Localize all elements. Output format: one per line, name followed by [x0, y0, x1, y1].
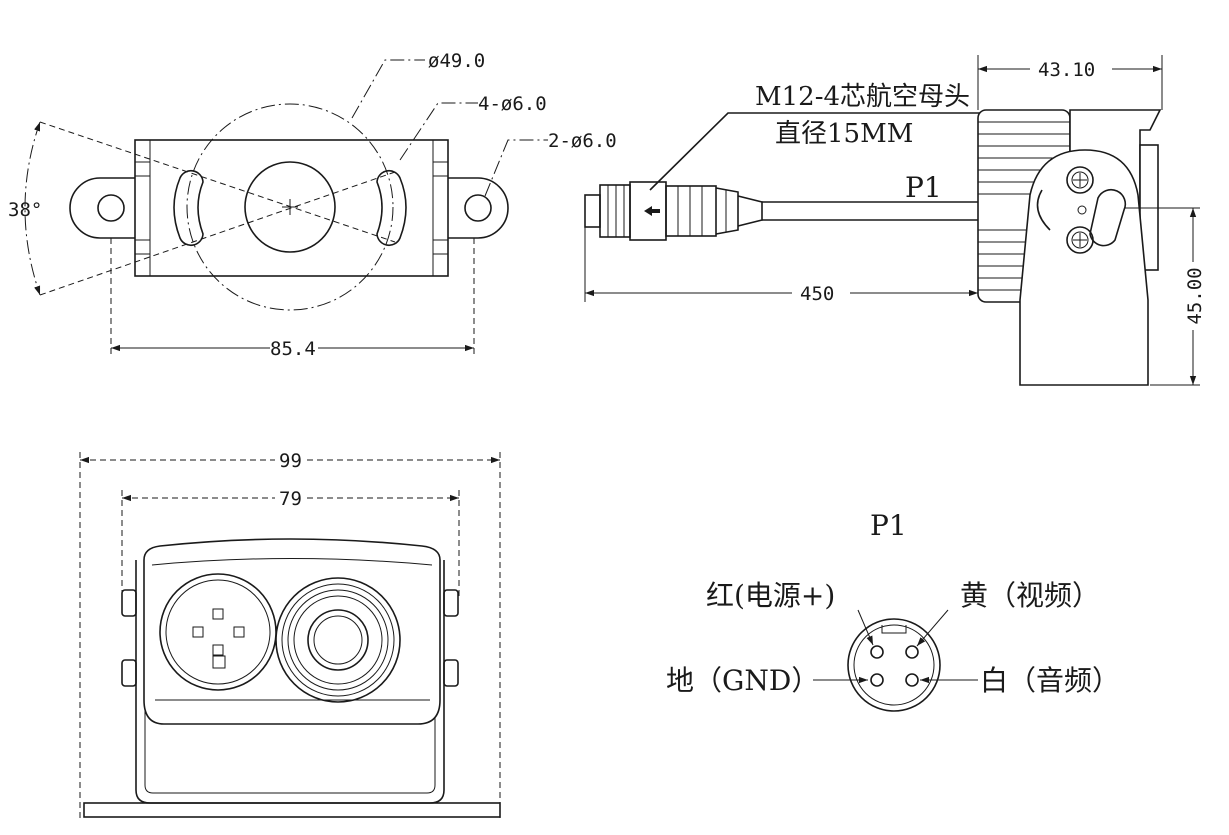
front-view: 99 79 — [79, 450, 501, 820]
width-label: 85.4 — [270, 338, 316, 360]
inner-width-label: 79 — [279, 488, 302, 510]
pinout-title: P1 — [870, 509, 907, 542]
connector-spec-2: 直径15MM — [775, 119, 913, 149]
adjust-slot — [1089, 188, 1127, 247]
connector-face — [847, 618, 941, 712]
depth-label: 43.10 — [1038, 59, 1095, 81]
slot-dia-label: 4-ø6.0 — [478, 93, 547, 115]
bolt-circle — [186, 103, 394, 311]
outer-width-label: 99 — [279, 450, 302, 472]
mount-hole-right — [464, 194, 492, 222]
screw-bottom — [1066, 226, 1094, 254]
pin-ground-label: 地（GND） — [666, 664, 819, 697]
bracket-body — [134, 139, 449, 277]
cable-label: P1 — [905, 171, 942, 204]
pin-yellow — [905, 645, 919, 659]
connector-nut — [584, 194, 601, 228]
pin-red-label: 红(电源+) — [706, 579, 835, 612]
pin-white — [905, 673, 919, 687]
mount-hole-left — [97, 194, 125, 222]
angle-label: 38° — [8, 199, 42, 221]
side-view: P1 M12-4芯航空母头 直径15MM — [584, 55, 1206, 386]
hole-dia-label: 2-ø6.0 — [548, 130, 617, 152]
connector-grip — [665, 185, 717, 237]
slot-right — [376, 169, 407, 247]
front-body — [143, 538, 441, 725]
top-view: 38° ø49.0 4-ø6.0 2-ø6.0 85.4 — [8, 50, 617, 360]
base-plate — [83, 802, 501, 818]
pin-ground — [870, 673, 884, 687]
front-lens — [275, 577, 401, 703]
cable-length-label: 450 — [800, 283, 834, 305]
pinout-diagram: P1 红(电源+) 黄（视频） 地（GND） 白（音频） — [666, 509, 1120, 712]
side-bracket — [1019, 149, 1149, 386]
pin-white-label: 白（音频） — [980, 664, 1120, 697]
connector-spec-1: M12-4芯航空母头 — [755, 82, 970, 112]
lens-circle — [244, 161, 336, 253]
slot-left — [173, 169, 204, 247]
circle-dia-label: ø49.0 — [428, 50, 485, 72]
pin-red — [870, 645, 884, 659]
height-label: 45.00 — [1184, 267, 1206, 324]
screw-top — [1066, 166, 1094, 194]
pin-yellow-label: 黄（视频） — [960, 579, 1100, 612]
